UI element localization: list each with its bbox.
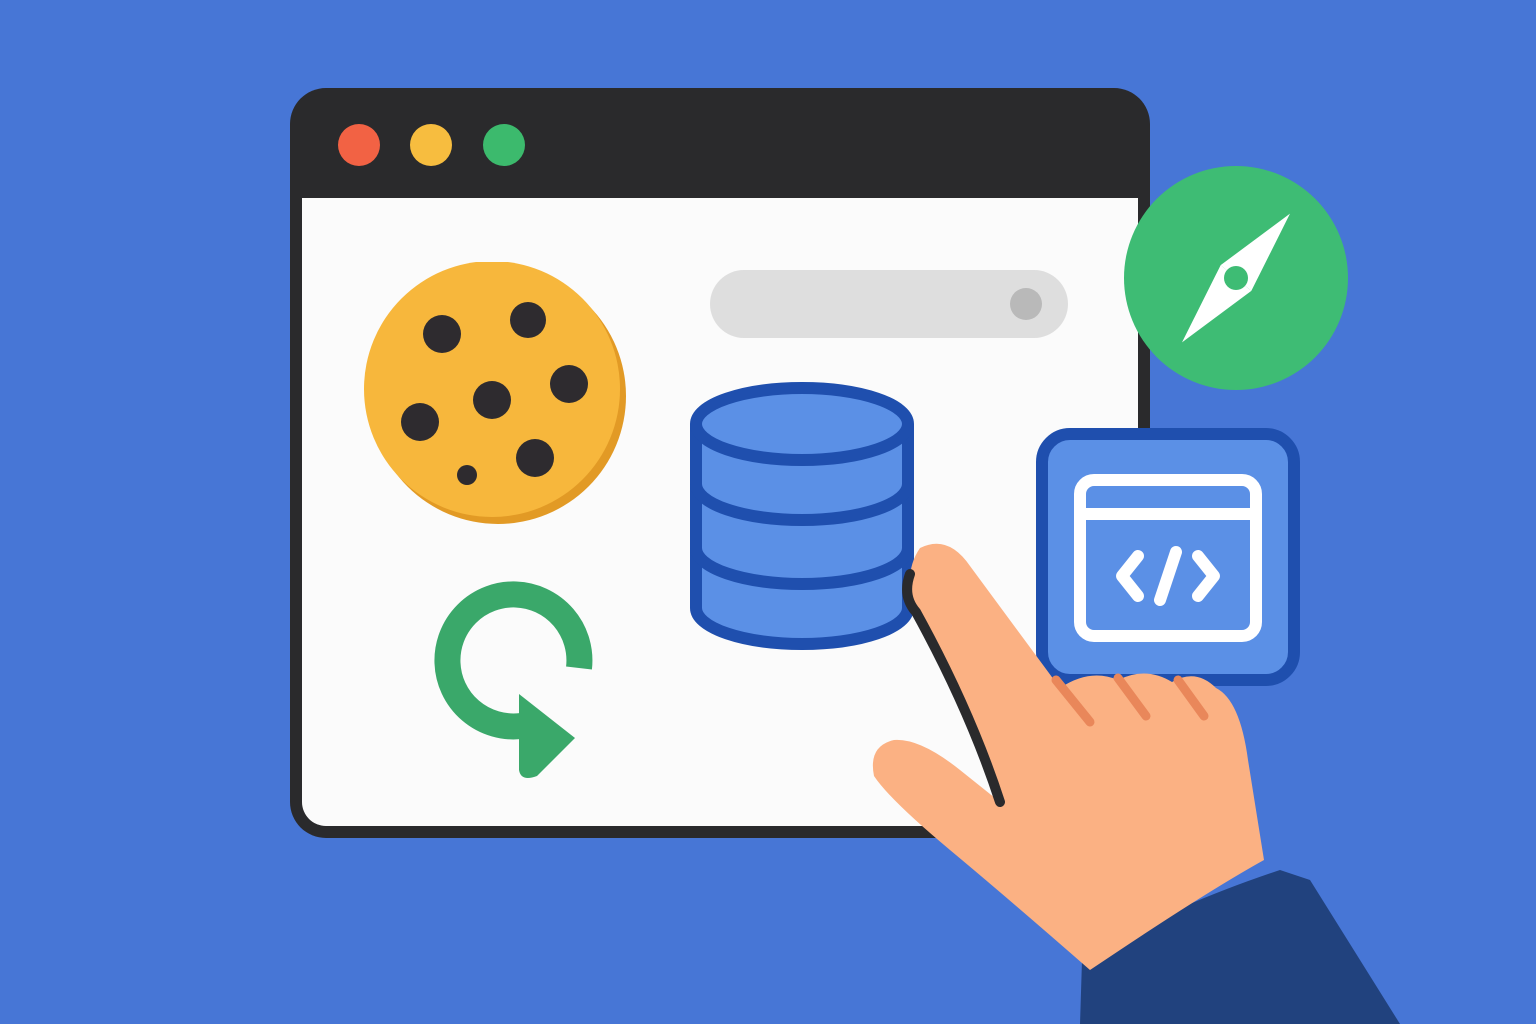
maximize-button[interactable] [483,124,525,166]
pointing-hand-icon [872,543,1400,1024]
cookie-icon[interactable] [362,262,632,532]
refresh-icon[interactable] [425,578,605,788]
database-icon[interactable] [680,380,925,660]
address-bar-value [710,270,711,271]
address-bar-button[interactable] [1010,288,1042,320]
window-title-bar [290,88,1150,198]
compass-icon[interactable] [1122,164,1350,392]
minimize-button[interactable] [410,124,452,166]
address-bar[interactable] [710,270,1068,338]
close-button[interactable] [338,124,380,166]
